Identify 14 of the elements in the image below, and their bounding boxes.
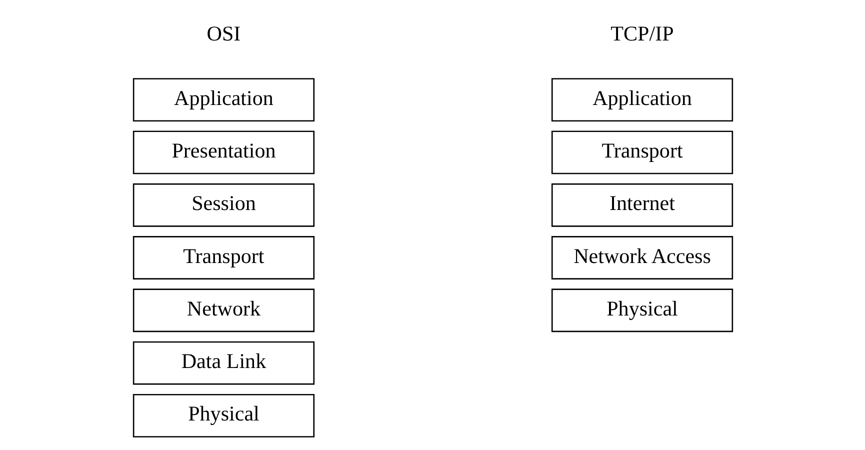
node-box: Physical [132,393,314,437]
node-box: Network Access [550,236,733,279]
label: TCP/IP [610,20,674,45]
label: OSI [206,20,240,45]
node-box: Presentation [132,130,314,174]
node-box: Session [132,182,314,226]
node-box: Data Link [132,340,314,384]
node-box: Physical [550,288,733,332]
node-box: Transport [550,130,733,174]
node-box: Application [550,78,733,122]
node-box: Transport [132,236,314,279]
node-box: Network [132,288,314,332]
node-box: Internet [550,182,733,226]
node-box: Application [132,78,314,122]
